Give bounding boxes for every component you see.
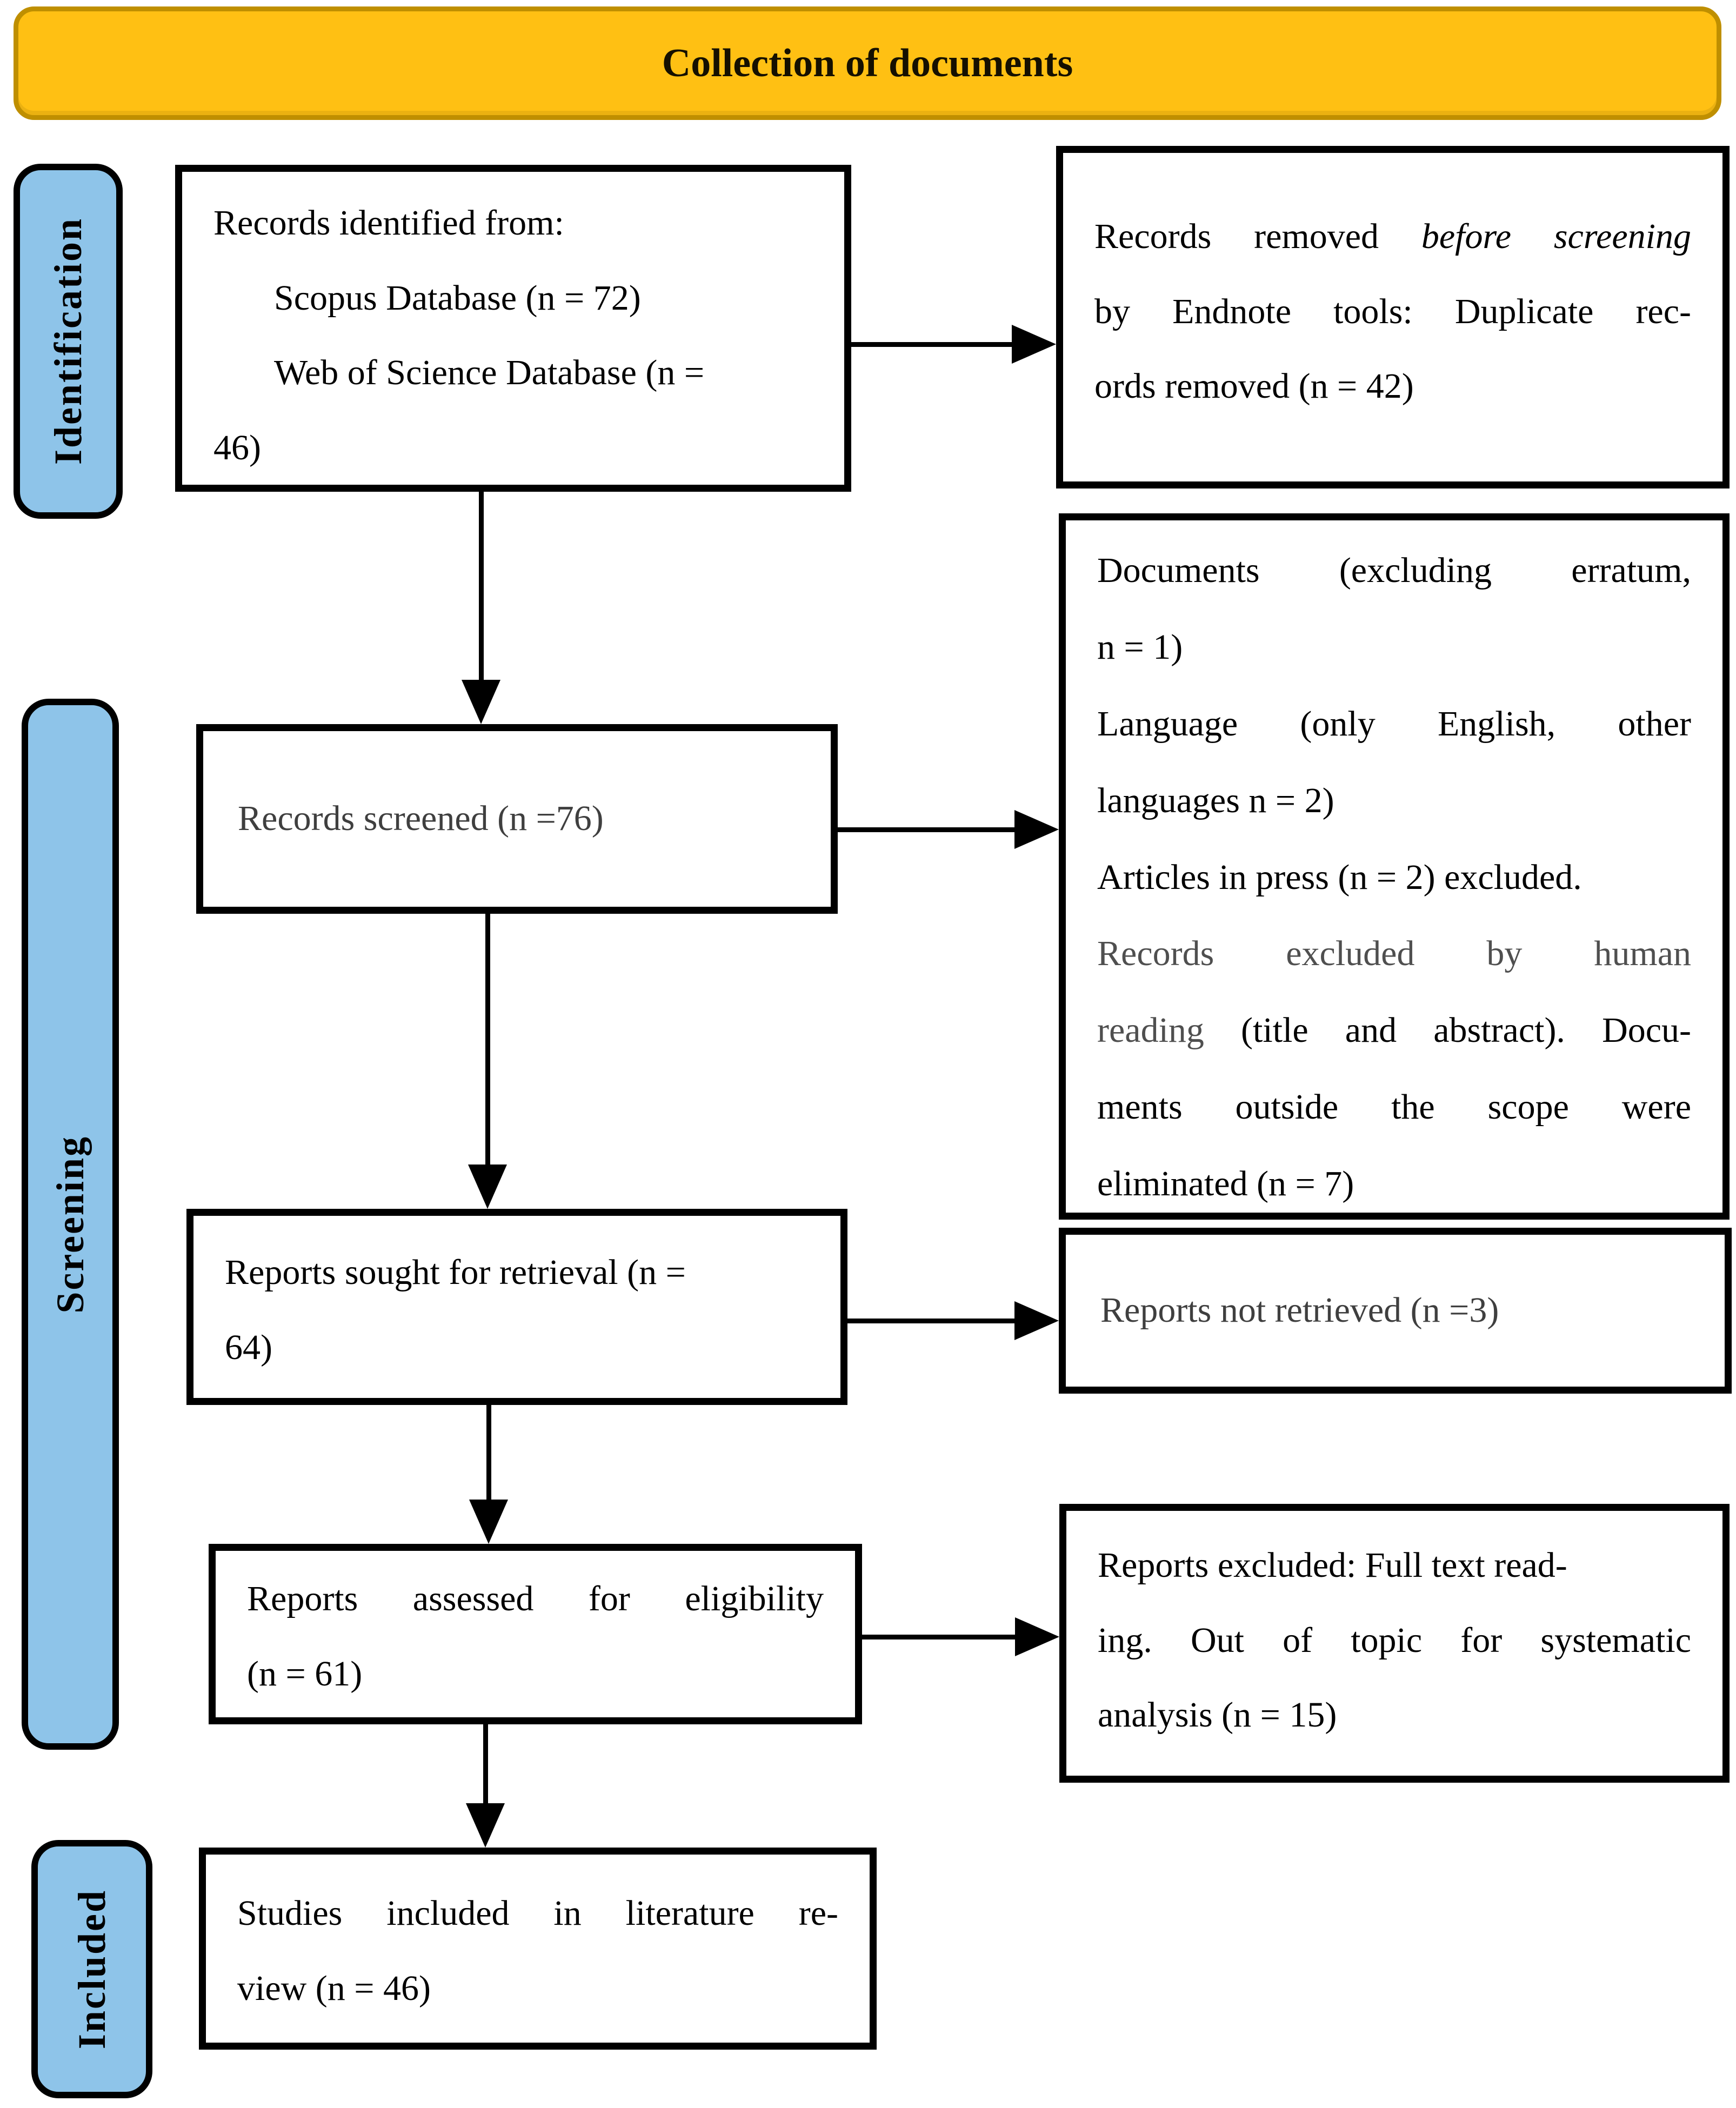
records-removed-line: ords removed (n = 42): [1094, 366, 1414, 406]
reports-excluded-line: Reports excluded: Full text read-: [1098, 1545, 1567, 1585]
records-identified-line: Scopus Database (n = 72): [274, 278, 641, 318]
arrow-assessed-to-included-head-icon: [466, 1803, 505, 1848]
reports-not-retrieved-text: Reports not retrieved (n =3): [1100, 1290, 1499, 1330]
collection-banner-label: Collection of documents: [662, 41, 1073, 85]
arrow-identified-to-removed-shaft: [851, 342, 1013, 347]
arrow-screened-to-exclusions-head-icon: [1014, 810, 1059, 849]
arrow-screened-to-exclusions-shaft: [838, 827, 1016, 832]
stage-label-screening: Screening: [22, 699, 119, 1750]
records-identified-line: 46): [213, 427, 261, 467]
arrow-sought-to-assessed-shaft: [486, 1405, 491, 1501]
exclusion-line: languages n = 2): [1097, 780, 1334, 820]
exclusion-line: Articles in press (n = 2) excluded.: [1097, 857, 1582, 897]
exclusion-line: ments outside the scope were: [1097, 1087, 1691, 1127]
box-reports-sought: Reports sought for retrieval (n = 64): [186, 1209, 847, 1405]
box-reports-not-retrieved: Reports not retrieved (n =3): [1059, 1228, 1732, 1394]
reports-excluded-line: analysis (n = 15): [1098, 1695, 1337, 1735]
records-removed-line: by Endnote tools: Duplicate rec-: [1094, 291, 1691, 331]
arrow-sought-to-assessed-head-icon: [469, 1500, 508, 1544]
stage-label-included: Included: [31, 1840, 152, 2098]
box-records-screened: Records screened (n =76): [196, 724, 838, 914]
records-screened-text: Records screened (n =76): [238, 799, 604, 839]
reports-assessed-line: (n = 61): [247, 1654, 363, 1694]
records-removed-prefix: Records removed: [1094, 217, 1421, 256]
records-removed-italic: before screening: [1421, 217, 1691, 256]
box-records-identified: Records identified from: Scopus Database…: [175, 165, 851, 492]
box-records-removed: Records removed before screening by Endn…: [1056, 146, 1730, 488]
records-identified-line: Web of Science Database (n =: [274, 353, 705, 393]
collection-banner: Collection of documents: [14, 6, 1721, 120]
reports-assessed-line: Reports assessed for eligibility: [247, 1579, 824, 1618]
reports-sought-line: 64): [225, 1327, 272, 1367]
studies-included-line: view (n = 46): [237, 1968, 431, 2008]
box-exclusion-reasons: Documents (excluding erratum, n = 1) Lan…: [1059, 513, 1730, 1220]
arrow-sought-to-notretrieved-shaft: [847, 1319, 1016, 1323]
records-identified-line: Records identified from:: [213, 203, 564, 243]
exclusion-line: Documents (excluding erratum,: [1097, 551, 1691, 590]
exclusion-line: reading (title and abstract). Docu-: [1097, 992, 1691, 1069]
box-studies-included: Studies included in literature re- view …: [199, 1848, 877, 2050]
exclusion-line: n = 1): [1097, 627, 1183, 667]
arrow-screened-to-sought-head-icon: [468, 1165, 507, 1209]
arrow-identified-to-removed-head-icon: [1012, 325, 1056, 364]
stage-label-screening-text: Screening: [48, 1135, 92, 1314]
stage-label-identification: Identification: [14, 164, 123, 519]
arrow-assessed-to-excluded-head-icon: [1015, 1617, 1059, 1656]
exclusion-line: Records excluded by human: [1097, 934, 1691, 974]
records-removed-line: Records removed before screening: [1094, 199, 1691, 275]
arrow-assessed-to-included-shaft: [483, 1724, 488, 1804]
exclusion-line-rest: (title and abstract). Docu-: [1241, 1010, 1692, 1050]
reports-sought-line: Reports sought for retrieval (n =: [225, 1253, 686, 1292]
exclusion-line: eliminated (n = 7): [1097, 1164, 1354, 1204]
stage-label-identification-text: Identification: [46, 217, 90, 465]
arrow-sought-to-notretrieved-head-icon: [1014, 1301, 1059, 1340]
box-reports-assessed: Reports assessed for eligibility (n = 61…: [209, 1544, 862, 1724]
box-reports-excluded-fulltext: Reports excluded: Full text read- ing. O…: [1059, 1504, 1730, 1783]
stage-label-included-text: Included: [70, 1889, 113, 2050]
arrow-identified-to-screened-shaft: [479, 492, 484, 681]
arrow-assessed-to-excluded-shaft: [862, 1635, 1016, 1639]
reports-excluded-line: ing. Out of topic for systematic: [1098, 1620, 1691, 1660]
studies-included-line: Studies included in literature re-: [237, 1893, 838, 1933]
exclusion-line: Language (only English, other: [1097, 704, 1691, 744]
arrow-identified-to-screened-head-icon: [462, 680, 500, 724]
exclusion-line-gray-word: reading: [1097, 1010, 1241, 1050]
arrow-screened-to-sought-shaft: [485, 914, 490, 1166]
